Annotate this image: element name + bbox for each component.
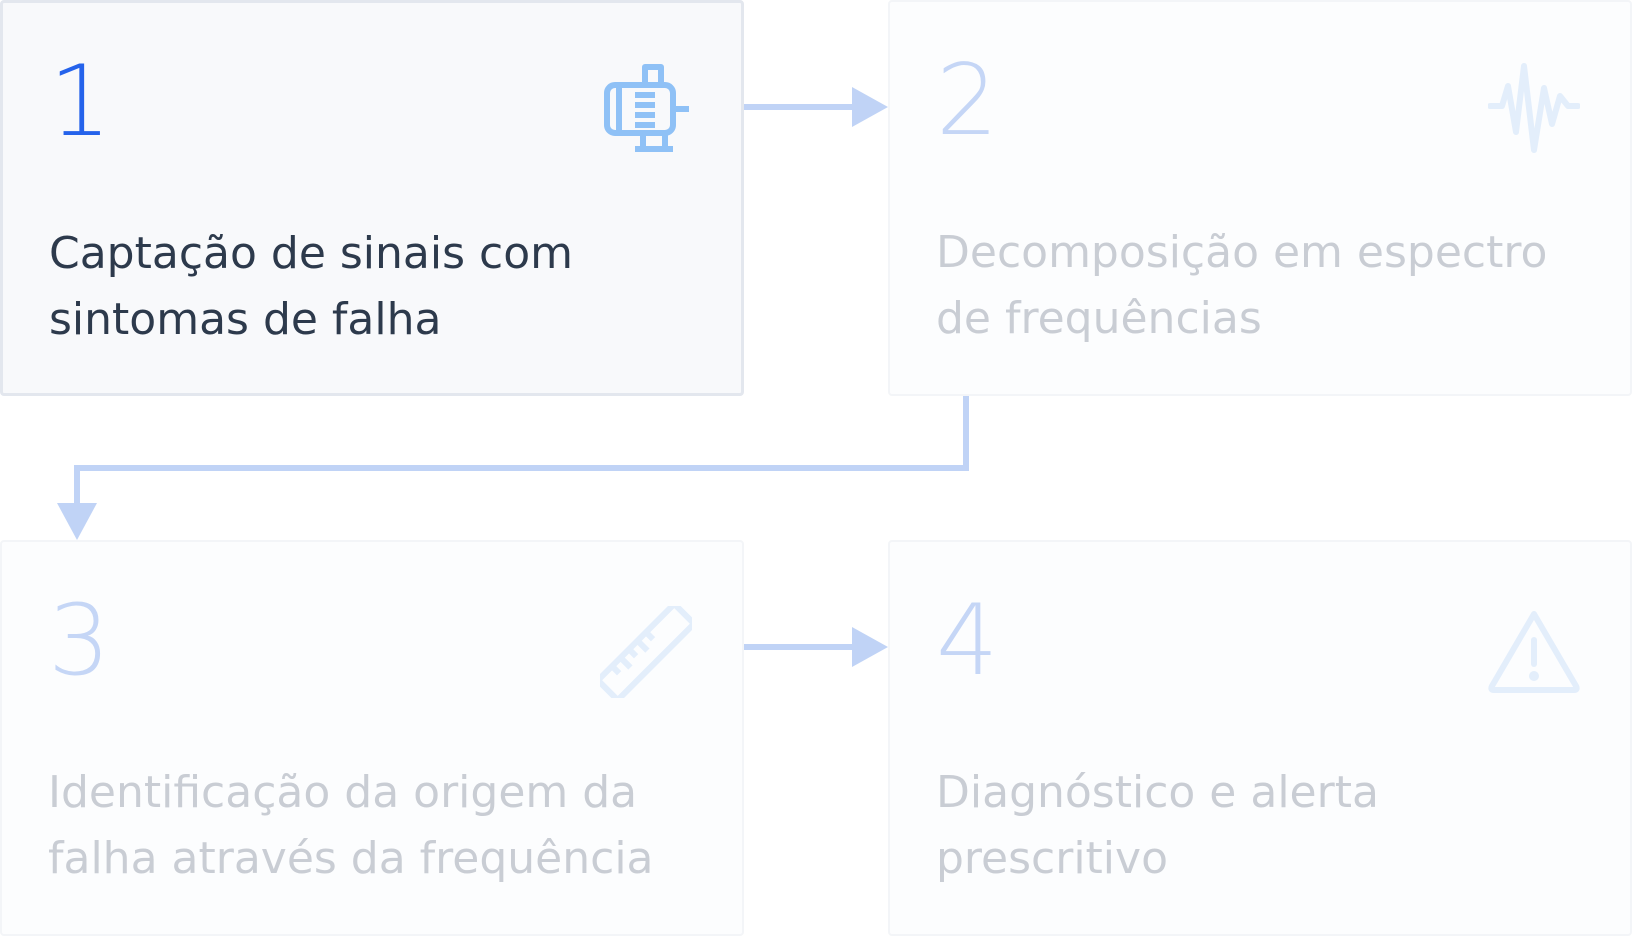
arrow-3-to-4: [744, 627, 888, 667]
ruler-icon: [600, 606, 692, 698]
waveform-icon: [1488, 63, 1580, 153]
warning-icon: [1488, 611, 1580, 693]
step-card-2: 2 Decomposição em espectro de frequência…: [888, 0, 1632, 396]
step-description: Decomposição em espectro de frequências: [936, 227, 1548, 344]
arrow-2-to-3: [57, 396, 969, 540]
motor-icon: [604, 64, 689, 152]
step-description: Diagnóstico e alerta prescritivo: [936, 767, 1379, 884]
step-number: 2: [936, 44, 999, 158]
arrow-1-to-2: [744, 87, 888, 127]
step-card-1: 1 Captação de sinais com sintomas de fal…: [0, 0, 744, 396]
step-number: 1: [49, 45, 112, 159]
step-card-4: 4 Diagnóstico e alerta prescritivo: [888, 540, 1632, 936]
step-number: 3: [48, 584, 111, 698]
step-number: 4: [936, 584, 999, 698]
step-description: Identificação da origem da falha através…: [48, 767, 654, 884]
step-description: Captação de sinais com sintomas de falha: [49, 228, 573, 345]
step-card-3: 3 Identificação da origem da falha atrav…: [0, 540, 744, 936]
